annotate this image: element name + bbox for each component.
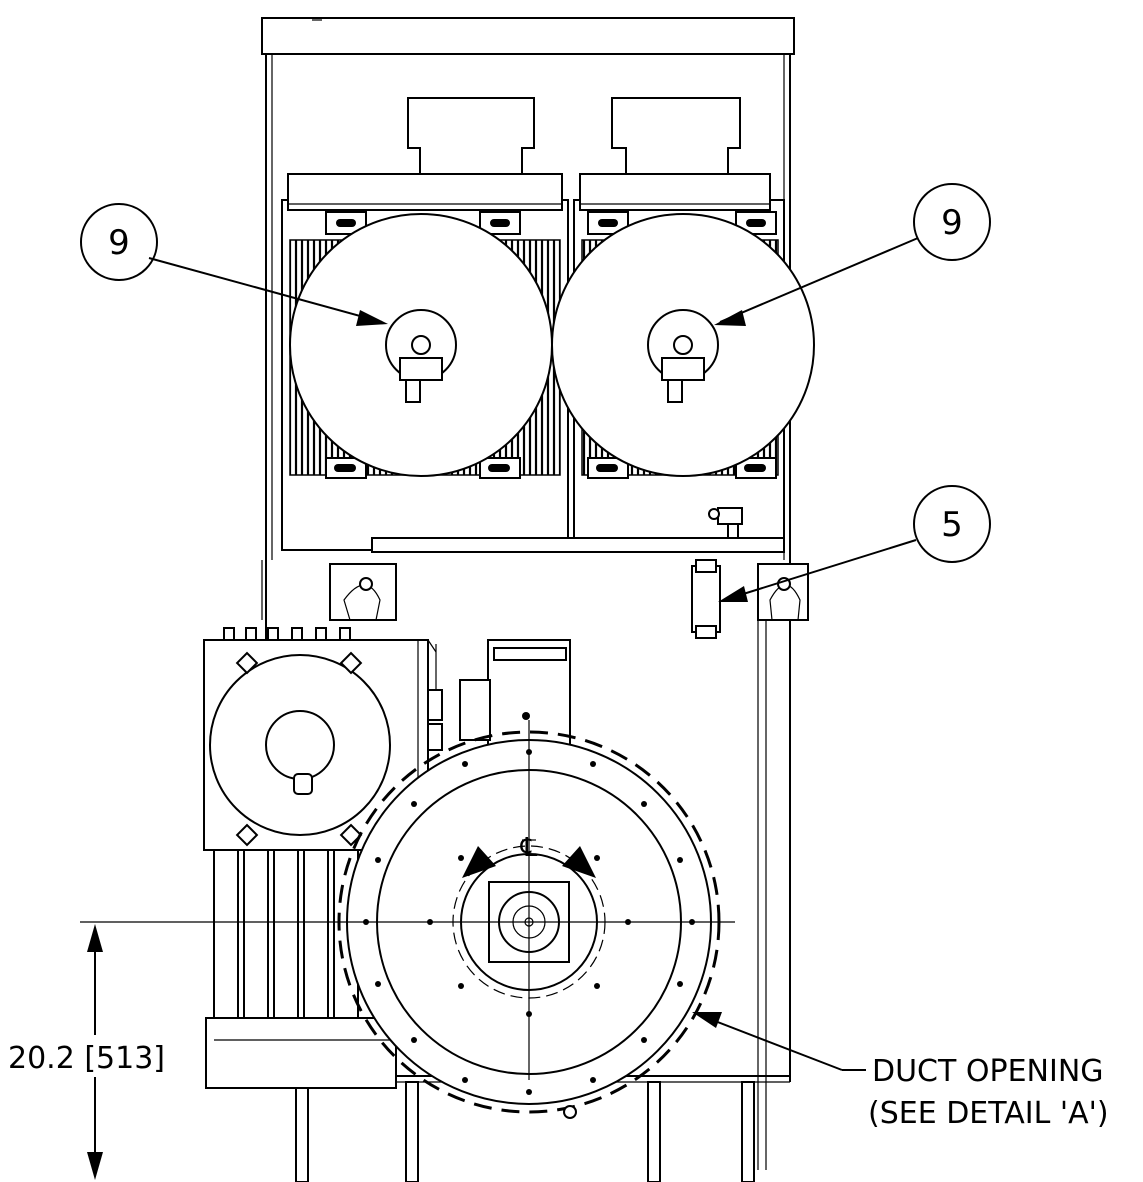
note-leader-line: [701, 1015, 843, 1071]
lifting-lug-left: [329, 563, 397, 621]
item-5-fitting: [691, 559, 721, 639]
leader-line: [148, 257, 383, 323]
callout-fitting: 5: [718, 485, 991, 602]
leader-arrowhead: [356, 310, 388, 326]
duct-opening-note: DUCT OPENING (SEE DETAIL 'A'): [692, 1012, 1109, 1131]
foot-right: [741, 1081, 755, 1182]
dimension-arrow-top: [87, 924, 103, 952]
left-terminal-box: [407, 97, 535, 175]
callout-fan-right: 9: [714, 183, 991, 326]
callout-label: 9: [108, 223, 130, 263]
rotation-arrow-right: [562, 846, 596, 878]
height-dimension: 20.2 [513]: [4, 924, 184, 1180]
left-hood: [287, 173, 563, 211]
dimension-arrow-bottom: [87, 1152, 103, 1180]
note-line-1: DUCT OPENING: [872, 1054, 1104, 1089]
bottom-brackets: [325, 457, 777, 479]
flange-bolts: [363, 749, 695, 1095]
right-hood: [579, 173, 771, 211]
leader-line: [723, 539, 917, 601]
dimension-label: 20.2 [513]: [8, 1041, 165, 1076]
foot-mid-left: [405, 1081, 419, 1182]
fan-left: [289, 213, 553, 477]
callout-fan-left: 9: [80, 203, 388, 326]
rotation-arrow-left: [462, 846, 496, 878]
foot-mid-right: [647, 1081, 661, 1182]
note-arrowhead: [692, 1012, 722, 1028]
valve-fitting: [708, 507, 743, 539]
leader-arrowhead: [718, 586, 748, 602]
cable-conduits: [205, 849, 397, 1089]
foot-left: [295, 1081, 309, 1182]
right-terminal-box: [611, 97, 741, 175]
bottom-rail: [371, 537, 785, 553]
leader-line: [719, 237, 919, 323]
centerline-symbol: ℄: [520, 833, 538, 863]
note-line-2: (SEE DETAIL 'A'): [868, 1096, 1109, 1131]
top-brackets: [325, 211, 777, 235]
lifting-lug-right: [757, 563, 809, 621]
callout-label: 9: [941, 203, 963, 243]
fan-right: [551, 213, 815, 477]
leader-arrowhead: [714, 310, 746, 326]
cabinet-roof: [261, 17, 795, 55]
callout-label: 5: [941, 505, 963, 545]
duct-opening: [80, 720, 735, 1119]
motor-terminal-box: [459, 639, 571, 753]
